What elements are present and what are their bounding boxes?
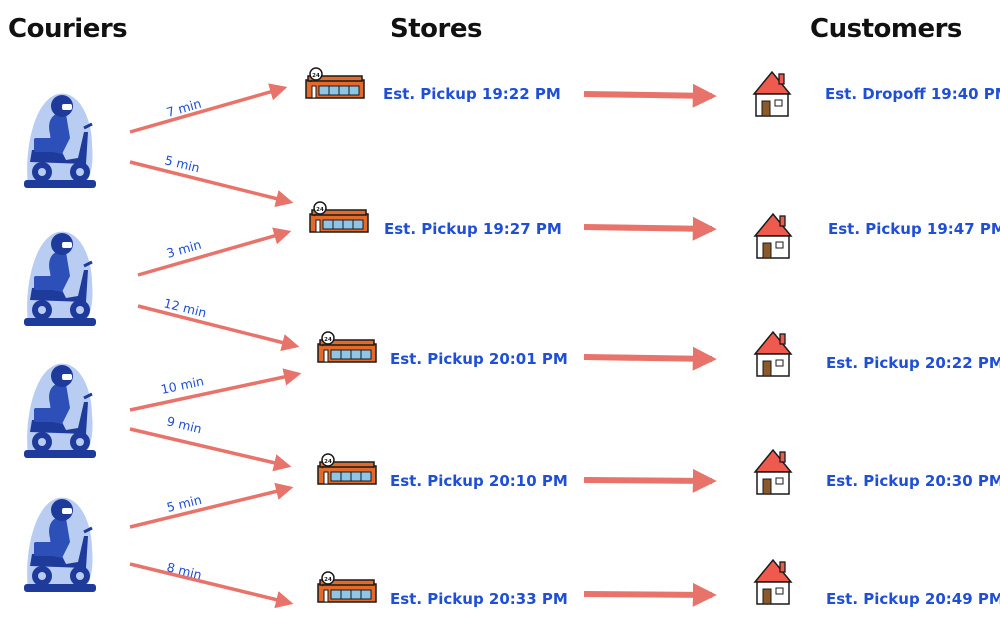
- courier-to-store-arrow: [129, 368, 302, 412]
- store-pickup-label: Est. Pickup 19:22 PM: [383, 85, 561, 103]
- house-icon: [754, 559, 792, 605]
- courier-to-store-arrow: [129, 160, 294, 208]
- travel-time-label: 10 min: [160, 373, 206, 397]
- courier-to-store-arrow: [129, 482, 294, 529]
- store-badge: 24: [316, 207, 324, 213]
- store-to-customer-arrow: [583, 216, 717, 241]
- store-badge: 24: [312, 73, 320, 79]
- courier-to-store-arrow: [137, 304, 300, 352]
- store-pickup-label: Est. Pickup 20:33 PM: [390, 590, 568, 608]
- store-to-customer-arrow: [583, 346, 717, 371]
- store-to-customer-arrow: [583, 83, 717, 108]
- courier-to-store-arrow: [129, 427, 292, 472]
- customer-eta-label: Est. Pickup 20:49 PM: [826, 590, 1000, 608]
- customer-eta-label: Est. Pickup 20:22 PM: [826, 354, 1000, 372]
- store-badge: 24: [324, 337, 332, 343]
- customer-eta-label: Est. Dropoff 19:40 PM: [825, 85, 1000, 103]
- store-badge: 24: [324, 577, 332, 583]
- courier-to-store-arrow: [129, 562, 294, 609]
- stores-heading: Stores: [390, 14, 482, 44]
- store-badge: 24: [324, 459, 332, 465]
- store-to-customer-arrow: [583, 582, 717, 607]
- couriers-heading: Couriers: [8, 14, 128, 44]
- store-pickup-label: Est. Pickup 19:27 PM: [384, 220, 562, 238]
- house-icon: [753, 71, 791, 117]
- courier-to-store-arrow: [137, 227, 292, 277]
- store-pickup-label: Est. Pickup 20:01 PM: [390, 350, 568, 368]
- house-icon: [754, 213, 792, 259]
- courier-icon: [22, 362, 98, 460]
- store-to-customer-arrow: [583, 468, 717, 493]
- house-icon: [754, 449, 792, 495]
- customer-eta-label: Est. Pickup 19:47 PM: [828, 220, 1000, 238]
- customers-heading: Customers: [810, 14, 962, 44]
- courier-icon: [22, 230, 98, 328]
- store-pickup-label: Est. Pickup 20:10 PM: [390, 472, 568, 490]
- travel-time-label: 9 min: [165, 413, 203, 436]
- courier-to-store-arrow: [129, 83, 288, 134]
- house-icon: [754, 331, 792, 377]
- courier-icon: [22, 92, 98, 190]
- customer-eta-label: Est. Pickup 20:30 PM: [826, 472, 1000, 490]
- courier-icon: [22, 496, 98, 594]
